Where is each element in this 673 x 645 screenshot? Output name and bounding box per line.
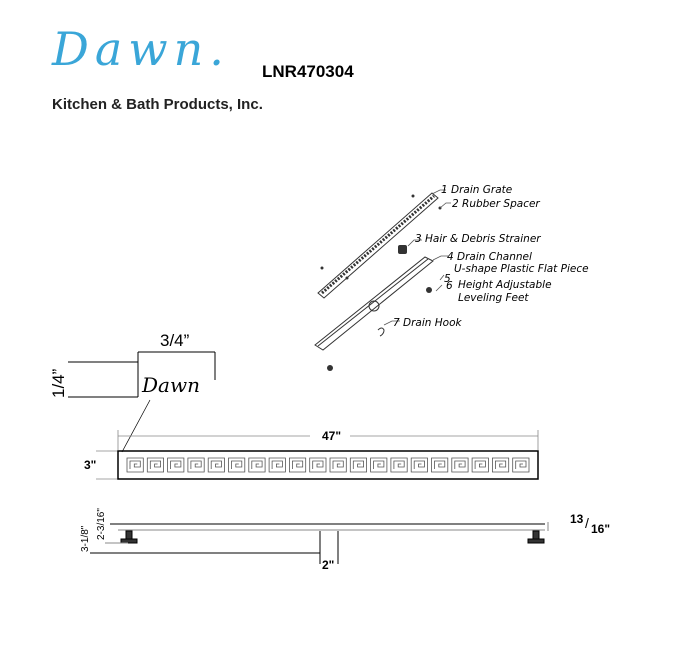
part-label: U-shape Plastic Flat Piece [454,263,589,275]
greek-key-unit [431,457,449,473]
greek-key-unit [512,457,530,473]
detail-height: 1/4” [49,368,68,398]
greek-key-unit [390,457,408,473]
greek-key-unit [167,457,185,473]
model-number: LNR470304 [262,62,354,81]
greek-key-unit [471,457,489,473]
outlet-dimension: 2" [322,558,334,572]
greek-key-unit [410,457,428,473]
part-label: 7 Drain Hook [393,317,463,329]
greek-key-unit [248,457,266,473]
drain-hook [377,327,385,337]
detail-width: 3/4” [160,331,190,350]
part-label: 2 Rubber Spacer [452,198,540,210]
drain-channel [314,256,434,351]
hair-strainer [398,245,407,254]
part-num: 5 [444,273,451,285]
greek-key-unit [146,457,164,473]
total-height: 3-1/8" [80,525,91,552]
side-view [90,522,549,564]
greek-key-unit [126,457,144,473]
grate-thickness-den: 16" [591,522,610,536]
detail-logo: Dawn [141,373,200,397]
greek-key-unit [309,457,327,473]
brand-logo: Dawn. [52,22,230,76]
part-label: Leveling Feet [458,292,529,304]
part-num: 6 [446,280,453,292]
length-dimension: 47" [322,429,341,443]
drain-grate [317,192,439,299]
width-dimension: 3" [84,458,96,472]
channel-height: 2-3/16" [96,508,107,540]
greek-key-unit [187,457,205,473]
grate-top-view [117,450,539,480]
greek-key-unit [228,457,246,473]
part-label: 4 Drain Channel [447,251,532,263]
greek-key-pattern [126,457,530,473]
greek-key-unit [370,457,388,473]
part-label: Height Adjustable [458,279,552,291]
company-name: Kitchen & Bath Products, Inc. [52,96,263,113]
greek-key-unit [329,457,347,473]
detail-view [68,351,216,398]
part-label: 1 Drain Grate [441,184,512,196]
part-label: 3 Hair & Debris Strainer [415,233,541,245]
greek-key-unit [289,457,307,473]
greek-key-unit [207,457,225,473]
grate-thickness-num: 13 [570,512,584,526]
greek-key-unit [492,457,510,473]
greek-key-unit [349,457,367,473]
greek-key-unit [451,457,469,473]
greek-key-unit [268,457,286,473]
fraction-slash: / [585,515,589,531]
leveling-feet [327,287,432,371]
